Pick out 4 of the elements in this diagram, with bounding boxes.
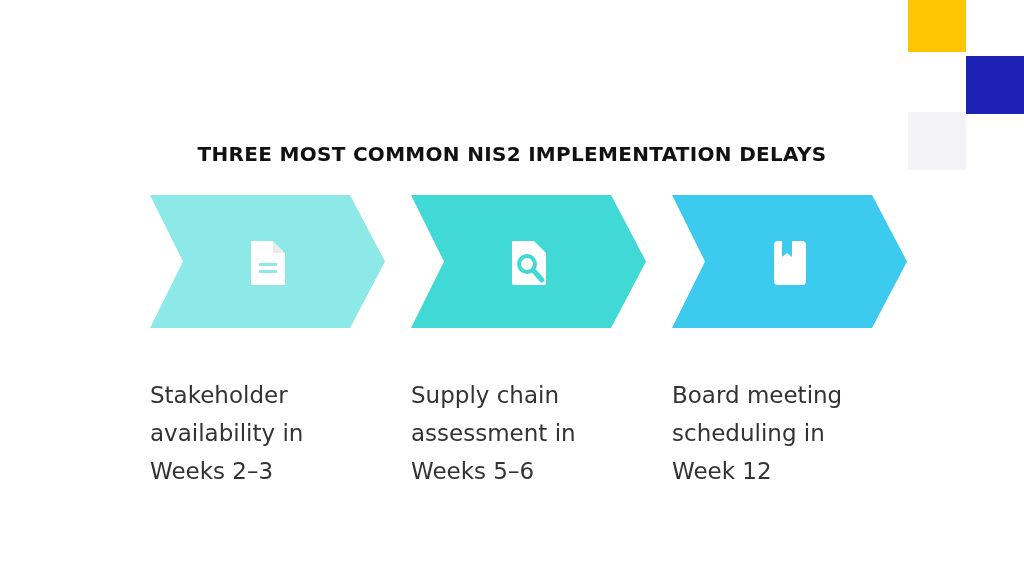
step-caption: Stakeholder availability in Weeks 2–3 [150,381,305,486]
step-caption: Board meeting scheduling in Week 12 [672,381,844,486]
title: THREE MOST COMMON NIS2 IMPLEMENTATION DELAYS [196,142,828,166]
step-caption: Supply chain assessment in Weeks 5–6 [411,381,577,486]
